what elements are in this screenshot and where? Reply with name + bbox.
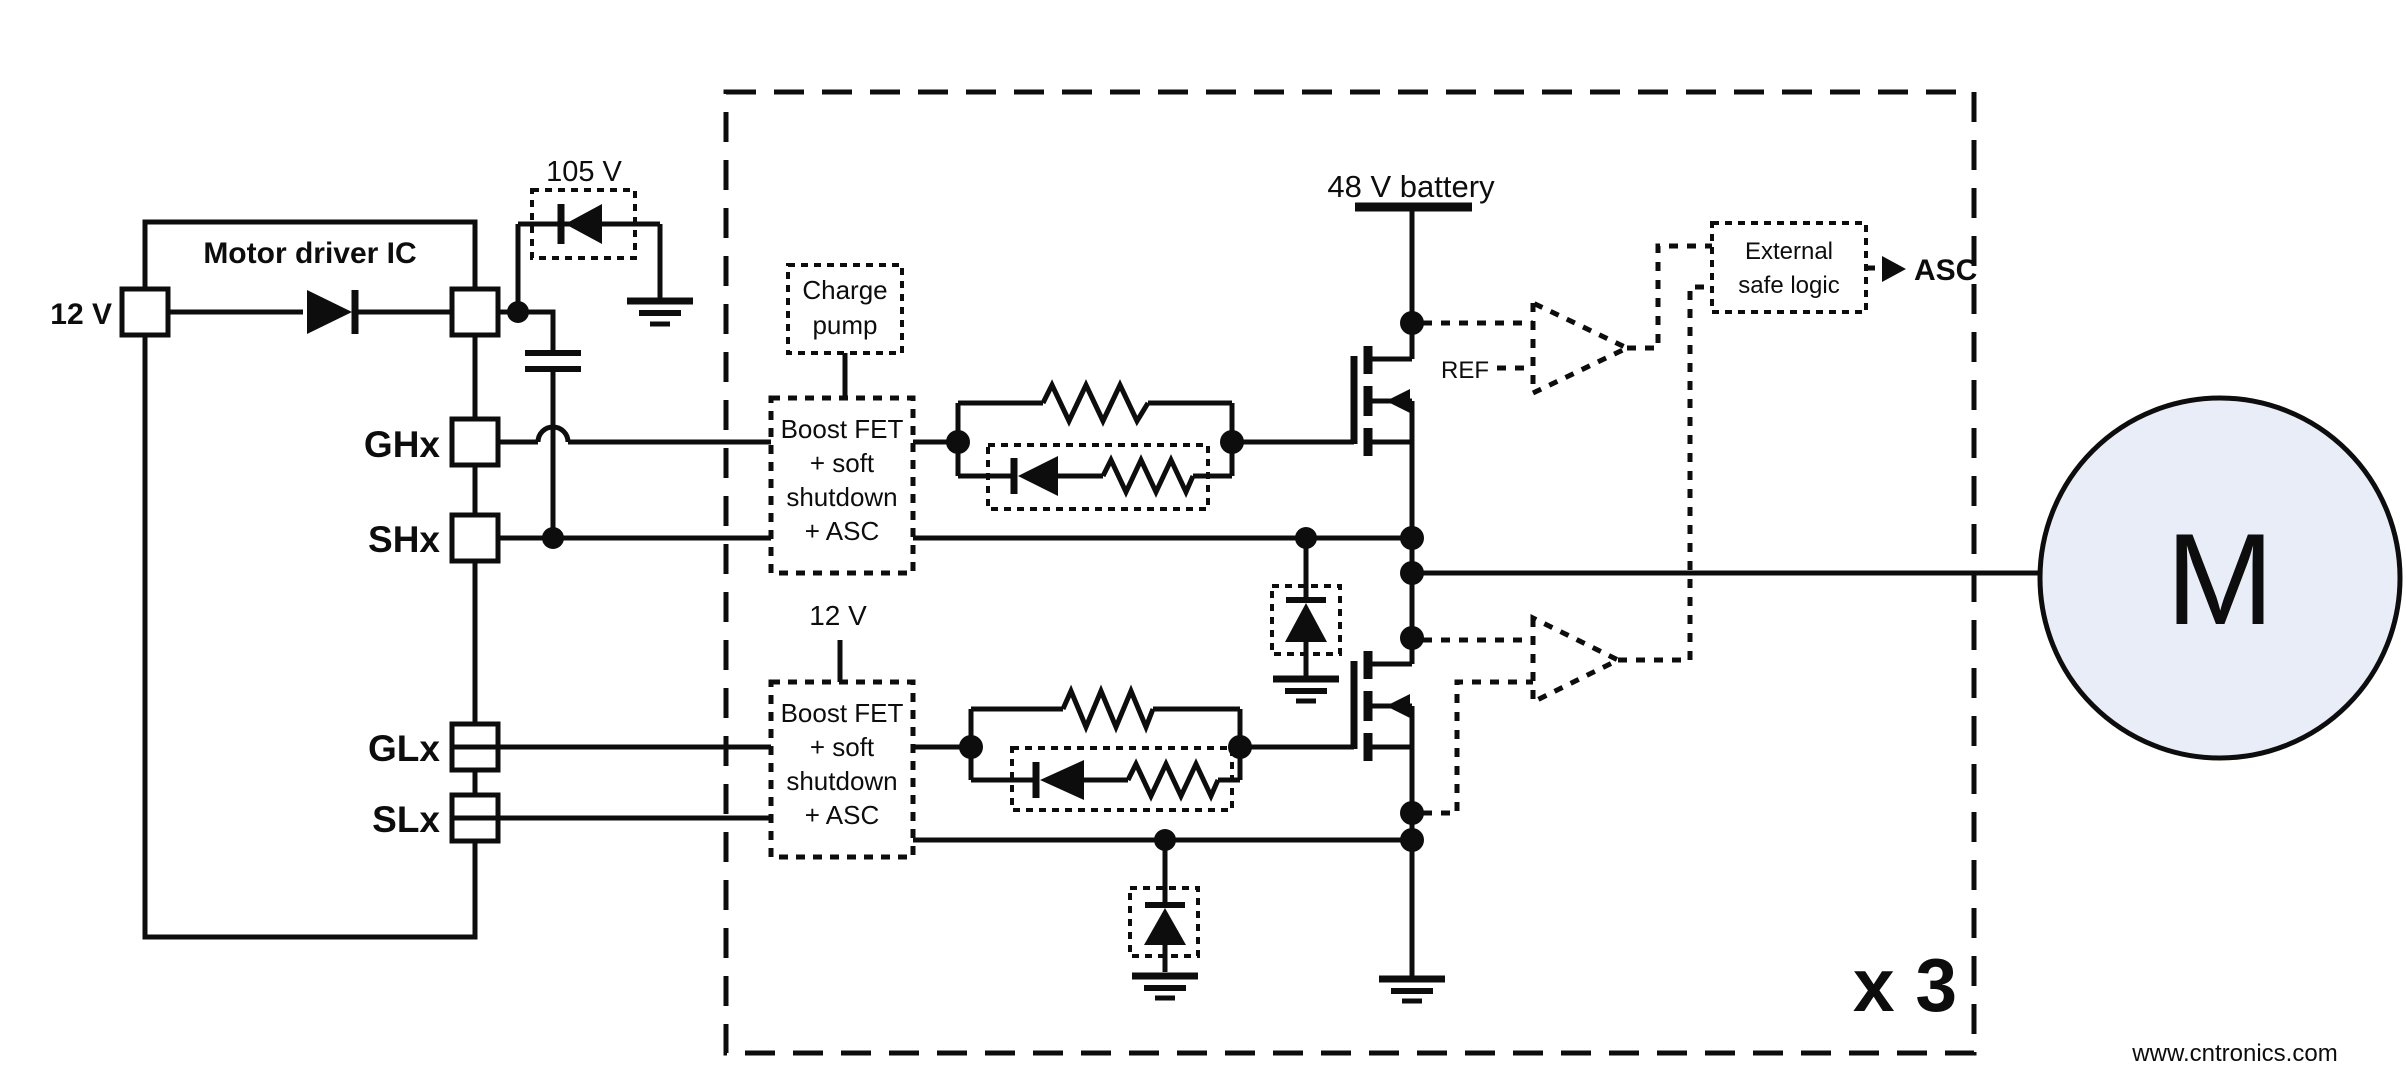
ghx-wire-with-hop — [498, 424, 771, 445]
reverse-diode-icon — [307, 290, 352, 334]
clamp-105v: 105 V — [515, 156, 693, 327]
motor-symbol: M — [2037, 395, 2403, 761]
pad-vm — [449, 286, 501, 338]
asc-arrow-icon — [1882, 256, 1906, 282]
pin-label-ghx: GHx — [364, 424, 441, 465]
charge-pump-label-1: Charge — [802, 275, 887, 305]
gate-resistor-high-icon — [1040, 379, 1151, 427]
mosfet-high — [1350, 346, 1412, 456]
motor-driver-ic-block: Motor driver IC 12 V GHx SHx GLx SLx — [50, 219, 501, 940]
zener-clamp-low — [1128, 840, 1200, 1001]
ground-symbol-zener-low — [1132, 972, 1198, 1001]
gate-diode-low-icon — [1040, 760, 1084, 800]
ic-outline — [142, 219, 478, 940]
safe-logic-l2: safe logic — [1738, 272, 1839, 299]
gate-resistor2-low-icon — [1125, 758, 1221, 803]
charge-pump-label-2: pump — [812, 310, 877, 340]
boost-high-l4: + ASC — [805, 516, 879, 546]
mosfet-high-body-arrow — [1386, 389, 1410, 413]
boost-high-box — [768, 395, 916, 576]
boost-high-l3: shutdown — [786, 482, 897, 512]
comparator-high-triangle — [1530, 299, 1633, 397]
boost-low-box — [768, 679, 916, 860]
zener-low-box — [1128, 886, 1200, 958]
boost-low-supply-label: 12 V — [809, 600, 867, 631]
ground-symbol-main — [1379, 975, 1445, 1004]
gate-diode-box-low — [1010, 746, 1234, 812]
bootstrap-capacitor-icon — [525, 350, 581, 372]
supply-12v-label: 12 V — [50, 298, 112, 331]
comparator-low-output — [1618, 284, 1712, 663]
zener-high-box — [1270, 584, 1342, 656]
zener-low-icon — [1144, 908, 1186, 945]
boost-low-l3: shutdown — [786, 766, 897, 796]
pin-label-slx: SLx — [372, 799, 440, 840]
watermark: www.cntronics.com — [2131, 1040, 2337, 1067]
gate-resistor2-high-icon — [1100, 454, 1196, 499]
boost-low-l1: Boost FET — [781, 698, 904, 728]
asc-label: ASC — [1914, 254, 1977, 287]
comparator-low-triangle — [1530, 613, 1624, 707]
gate-diode-box-high — [986, 443, 1210, 511]
comparator-low-input-source — [1423, 679, 1533, 816]
boost-fet-low-block: 12 V Boost FET + soft shutdown + ASC — [768, 600, 916, 860]
zener-clamp-high — [1270, 538, 1342, 704]
ic-title: Motor driver IC — [203, 237, 416, 270]
ground-symbol-clamp — [627, 297, 693, 327]
multiplier-label: x 3 — [1853, 943, 1957, 1027]
boost-high-l2: + soft — [810, 448, 875, 478]
motor-circle — [2037, 395, 2403, 761]
clamp-diode-icon — [565, 204, 602, 244]
pin-label-glx: GLx — [368, 728, 440, 769]
comparator-high: REF — [1423, 243, 1712, 397]
clamp-voltage-label: 105 V — [546, 156, 622, 188]
charge-pump-box — [786, 263, 904, 355]
mosfet-low — [1350, 651, 1412, 761]
boost-low-l4: + ASC — [805, 800, 879, 830]
external-safe-logic-block: External safe logic ASC — [1710, 221, 1977, 314]
mosfet-low-body-arrow — [1386, 694, 1410, 718]
comparator-low — [1423, 284, 1712, 816]
pin-label-shx: SHx — [368, 519, 440, 560]
zener-high-icon — [1285, 603, 1327, 642]
battery-label: 48 V battery — [1327, 169, 1495, 204]
junction-dots — [507, 301, 1424, 852]
boost-high-l1: Boost FET — [781, 414, 904, 444]
motor-label: M — [2166, 506, 2274, 652]
pad-shx — [449, 512, 501, 564]
pad-12v — [119, 286, 171, 338]
charge-pump-block: Charge pump — [786, 263, 904, 398]
gate-diode-high-icon — [1018, 456, 1058, 496]
pad-ghx — [449, 416, 501, 468]
ground-symbol-zener-high — [1273, 675, 1339, 704]
gate-resistor-low-icon — [1060, 684, 1156, 734]
boost-fet-high-block: Boost FET + soft shutdown + ASC — [768, 395, 916, 576]
boost-low-l2: + soft — [810, 732, 875, 762]
safe-logic-l1: External — [1745, 238, 1833, 265]
gate-network-low — [913, 684, 1354, 812]
ref-label: REF — [1441, 357, 1489, 384]
